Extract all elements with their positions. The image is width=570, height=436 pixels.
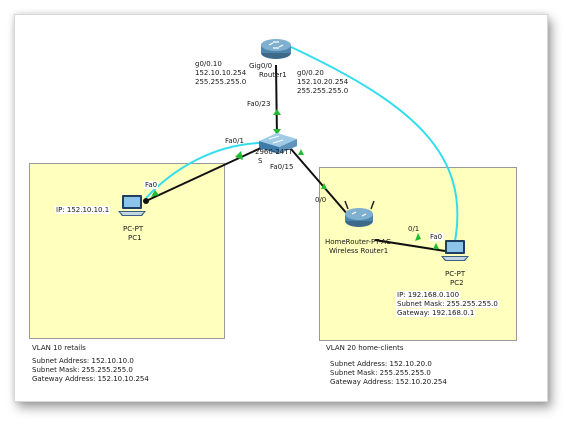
- vlan10-title: VLAN 10 retails: [32, 344, 86, 352]
- router-left-ip: 152.10.10.254: [194, 69, 248, 77]
- switch-port-right: Fa0/15: [270, 163, 294, 171]
- pc2-ip-label: IP: 192.168.0.100: [396, 291, 461, 299]
- vlan10-zone: [29, 163, 225, 339]
- vlan10-mask: Subnet Mask: 255.255.255.0: [32, 366, 133, 374]
- network-links: [118, 39, 469, 261]
- pc1-type-label: PC-PT: [123, 225, 144, 233]
- switch-pc1-cable: [145, 146, 264, 202]
- link-up-arrow: [273, 129, 281, 135]
- link-up-arrow: [321, 183, 327, 189]
- link-up-arrow: [298, 149, 304, 155]
- router-right-ip: 152.10.20.254: [296, 78, 350, 86]
- switch-icon[interactable]: [259, 133, 297, 154]
- link-up-arrow: [273, 109, 281, 115]
- port-endpoint: [143, 198, 149, 204]
- vlan20-mask: Subnet Mask: 255.255.255.0: [330, 369, 431, 377]
- pc1-icon[interactable]: [118, 195, 146, 216]
- pc2-port-label: Fa0: [429, 233, 444, 241]
- wireless-wan-port: 0/0: [315, 196, 327, 204]
- switch-port-left: Fa0/1: [225, 137, 244, 145]
- vlan20-title: VLAN 20 home-clients: [326, 344, 404, 352]
- switch-port-up: Fa0/23: [247, 100, 271, 108]
- router-left-mask: 255.255.255.0: [194, 78, 248, 86]
- router-pc2-console-cable: [290, 46, 459, 242]
- wireless-lan-port: 0/1: [408, 225, 420, 233]
- link-up-arrow: [235, 151, 243, 160]
- pc1-ip-label: IP: 152.10.10.1: [55, 206, 111, 214]
- router-left-if: g0/0.10: [194, 60, 223, 68]
- pc2-name-label: PC2: [450, 279, 464, 287]
- vlan20-subnet: Subnet Address: 152.10.20.0: [330, 360, 432, 368]
- router-switch-cable: [275, 64, 278, 139]
- pc2-type-label: PC-PT: [445, 270, 466, 278]
- vlan20-gateway: Gateway Address: 152.10.20.254: [330, 378, 447, 386]
- topology-canvas: Gig0/0 Router1 g0/0.10 152.10.10.254 255…: [14, 14, 548, 402]
- router-icon[interactable]: [261, 39, 291, 59]
- wireless-name-label: Wireless Router1: [329, 247, 389, 255]
- link-up-arrow: [433, 243, 439, 249]
- link-up-arrow: [151, 190, 159, 197]
- wireless-model-label: HomeRouter-PT-AC: [325, 238, 391, 246]
- router-right-if: g0/0.20: [296, 69, 325, 77]
- vlan10-gateway: Gateway Address: 152.10.10.254: [32, 375, 149, 383]
- link-up-arrow: [415, 233, 421, 241]
- router-port-label: Gig0/0: [249, 62, 273, 70]
- wireless-router-icon[interactable]: [344, 200, 375, 227]
- pc2-mask-label: Subnet Mask: 255.255.255.0: [396, 300, 499, 308]
- pc2-gateway-label: Gateway: 192.168.0.1: [396, 309, 476, 317]
- switch-model-label: 2960-24TT: [255, 148, 293, 156]
- pc1-name-label: PC1: [128, 234, 142, 242]
- wireless-pc2-cable: [374, 239, 446, 252]
- router-right-mask: 255.255.255.0: [296, 87, 350, 95]
- router-name-label: Router1: [259, 71, 287, 79]
- vlan10-subnet: Subnet Address: 152.10.10.0: [32, 357, 134, 365]
- switch-pc1-console-cable: [145, 142, 261, 199]
- pc2-icon[interactable]: [441, 240, 469, 261]
- switch-name-label: S: [258, 157, 263, 165]
- pc1-port-label: Fa0: [144, 181, 159, 189]
